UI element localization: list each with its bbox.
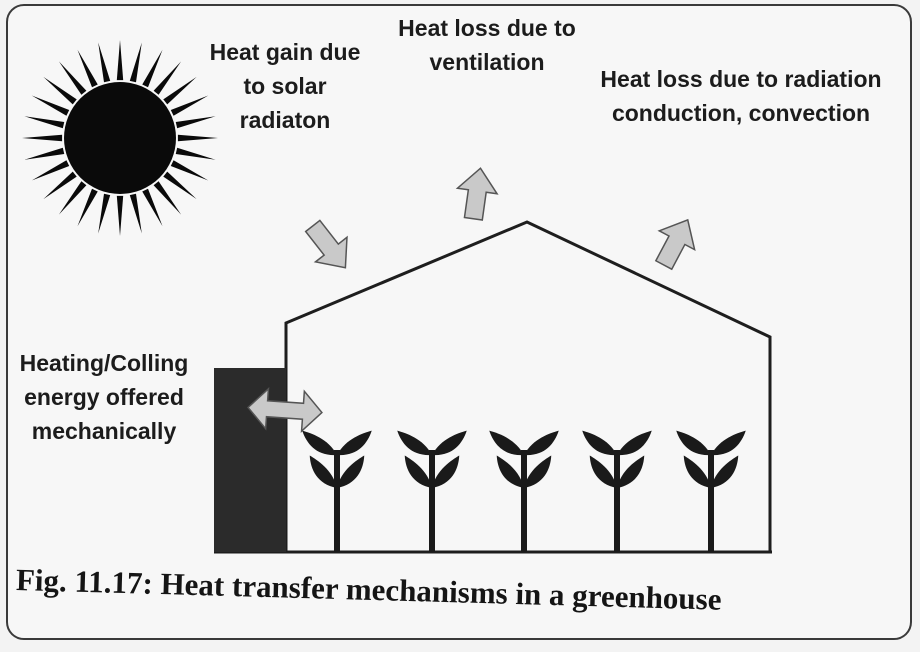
label-rad-line-2: conduction, convection	[611, 100, 871, 126]
sun-ray	[77, 188, 98, 227]
plant-leaf	[432, 455, 460, 488]
plant-leaf	[404, 455, 432, 488]
label-rad-line-1: Heat loss due to radiation	[600, 66, 882, 92]
plants	[302, 430, 746, 552]
sun-ray	[175, 147, 216, 160]
plant-stem	[708, 450, 714, 552]
label-solar-gain: Heat gain due to solar radiaton	[190, 35, 380, 137]
plant-icon	[582, 430, 652, 552]
sun-ray	[24, 147, 65, 160]
greenhouse-outline	[284, 220, 772, 552]
sun-ray	[98, 42, 111, 83]
label-solar-line-2: to solar	[243, 73, 327, 99]
plant-icon	[676, 430, 746, 552]
plant-leaf	[589, 455, 617, 488]
label-mech-line-1: Heating/Colling	[19, 350, 189, 376]
radiation-loss-arrow-icon	[654, 218, 696, 271]
sun-disc	[64, 82, 176, 194]
sun-ray	[22, 134, 63, 142]
plant-leaf	[582, 430, 617, 456]
sun-ray	[175, 116, 216, 129]
plant-leaf	[617, 430, 652, 456]
sun-ray	[153, 61, 182, 95]
heater-block	[214, 368, 286, 552]
plant-stem	[334, 450, 340, 552]
sun-ray	[31, 95, 70, 116]
sun-ray	[43, 171, 77, 200]
sun-ray	[116, 40, 124, 81]
plant-leaf	[711, 430, 746, 456]
plant-leaf	[524, 455, 552, 488]
label-mechanical-energy: Heating/Colling energy offered mechanica…	[4, 346, 204, 448]
plant-leaf	[524, 430, 559, 456]
plant-leaf	[683, 455, 711, 488]
sun-ray	[43, 76, 77, 105]
sun-ray	[170, 160, 209, 181]
sun-ray	[58, 181, 87, 215]
sun-rays	[22, 40, 218, 236]
sun-ray	[31, 160, 70, 181]
plant-leaf	[496, 455, 524, 488]
label-mech-line-2: energy offered	[24, 384, 184, 410]
sun-ray	[142, 188, 163, 227]
sun-ray	[129, 193, 142, 234]
sun-ray	[58, 61, 87, 95]
heat-exchange-arrow-icon	[247, 386, 323, 434]
plant-leaf	[337, 430, 372, 456]
plant-leaf	[676, 430, 711, 456]
solar-gain-arrow-icon	[304, 219, 348, 269]
plant-leaf	[302, 430, 337, 456]
plant-leaf	[489, 430, 524, 456]
plant-icon	[302, 430, 372, 552]
label-mech-line-3: mechanically	[31, 418, 177, 444]
label-solar-line-3: radiaton	[239, 107, 331, 133]
plant-leaf	[711, 455, 739, 488]
label-radiation-loss: Heat loss due to radiation conduction, c…	[572, 62, 910, 130]
ventilation-loss-arrow-icon	[455, 167, 499, 221]
plant-leaf	[337, 455, 365, 488]
sun-icon	[22, 40, 218, 236]
plant-leaf	[309, 455, 337, 488]
sun-ray	[24, 116, 65, 129]
plant-stem	[614, 450, 620, 552]
plant-leaf	[397, 430, 432, 456]
plant-stem	[429, 450, 435, 552]
plant-icon	[397, 430, 467, 552]
label-solar-line-1: Heat gain due	[209, 39, 361, 65]
plant-leaf	[432, 430, 467, 456]
sun-ray	[163, 76, 197, 105]
sun-ray	[170, 95, 209, 116]
sun-ray	[177, 134, 218, 142]
sun-ray	[98, 193, 111, 234]
label-vent-line-2: ventilation	[429, 49, 545, 75]
label-ventilation-loss: Heat loss due to ventilation	[372, 11, 602, 79]
plant-stem	[521, 450, 527, 552]
sun-ray	[116, 195, 124, 236]
sun-ray	[163, 171, 197, 200]
plant-leaf	[617, 455, 645, 488]
plant-icon	[489, 430, 559, 552]
sun-ray	[129, 42, 142, 83]
sun-ray	[77, 49, 98, 88]
label-vent-line-1: Heat loss due to	[398, 15, 576, 41]
sun-ray	[153, 181, 182, 215]
sun-ray	[142, 49, 163, 88]
